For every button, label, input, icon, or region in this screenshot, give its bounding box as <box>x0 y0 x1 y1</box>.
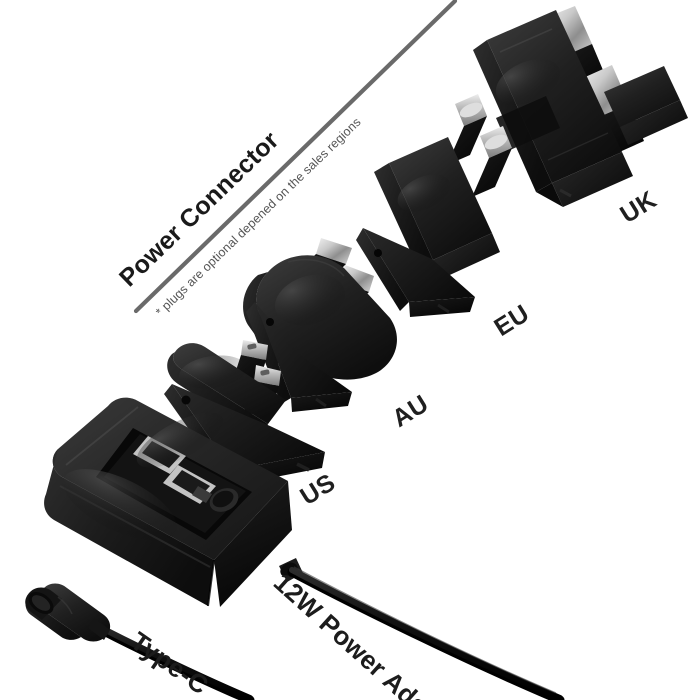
eu-pin-2 <box>472 126 512 197</box>
power-adapter-body <box>44 397 303 607</box>
eu-plug-body <box>374 137 500 279</box>
uk-pin-earth <box>604 66 688 145</box>
output-cable <box>287 566 565 700</box>
eu-pin-1 <box>447 94 487 165</box>
eu-hinge <box>356 228 475 317</box>
header-divider <box>133 0 458 314</box>
plug-eu <box>356 94 512 317</box>
type-c-connector <box>25 583 255 700</box>
plug-uk <box>473 6 688 207</box>
